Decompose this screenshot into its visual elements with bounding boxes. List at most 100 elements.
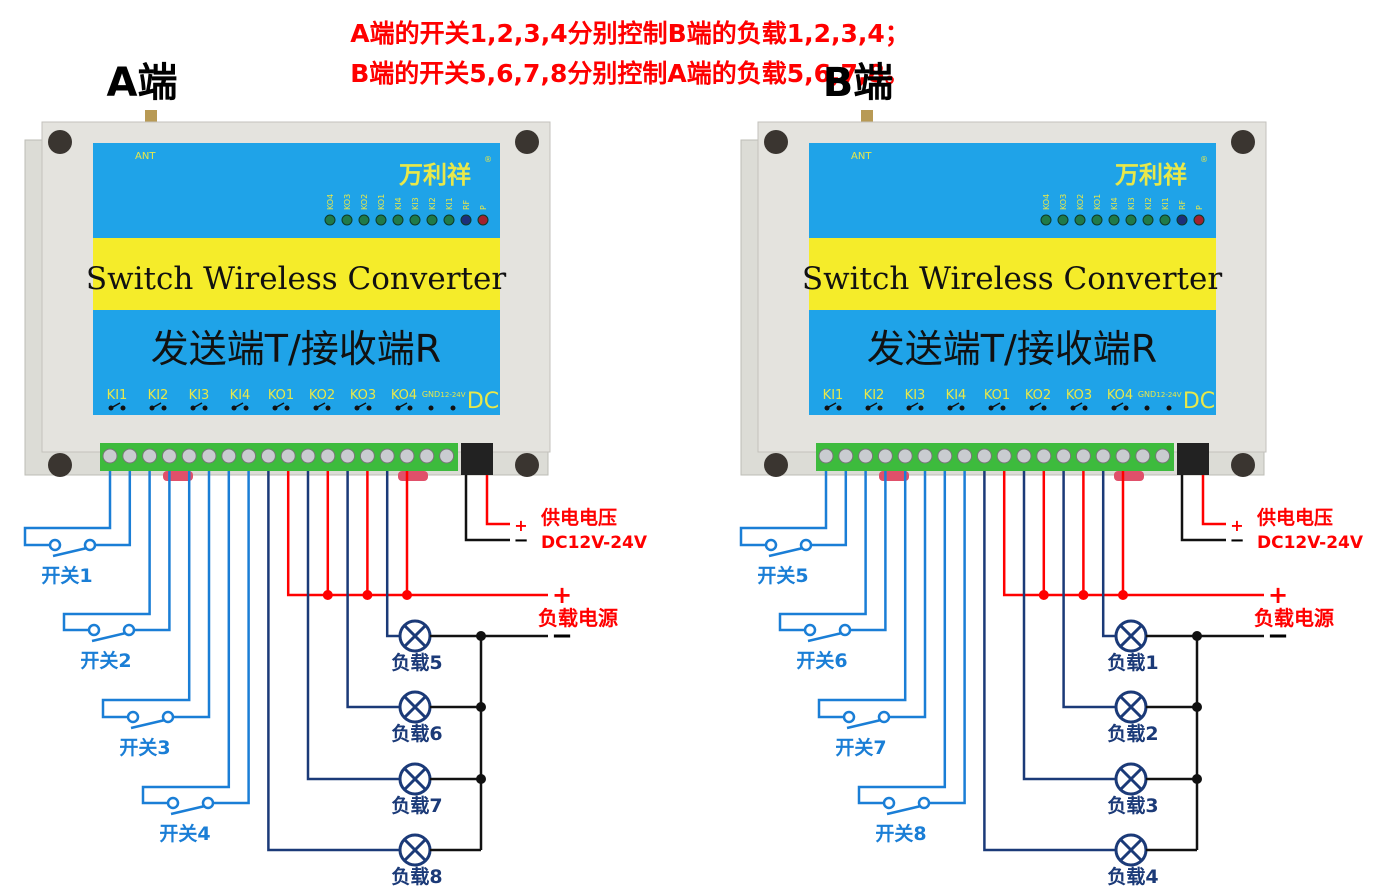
terminal-screw (241, 448, 257, 464)
switch-wire (173, 471, 211, 719)
brand-logo: 万利祥 (1115, 161, 1187, 189)
terminal-screw (877, 448, 893, 464)
mount-hole (764, 453, 788, 477)
terminal-screw (937, 448, 953, 464)
led-label: RF (1178, 199, 1187, 210)
led-indicator (1040, 214, 1052, 226)
terminal-dot (1166, 405, 1172, 411)
contact-icon (1000, 405, 1006, 411)
terminal-screw (996, 448, 1012, 464)
led-label: KO4 (1042, 194, 1051, 210)
switch-lever-icon (768, 546, 804, 558)
supply-plus: + (1230, 516, 1243, 535)
contact-icon (110, 402, 121, 409)
led-indicator (1193, 214, 1205, 226)
led-indicator (1125, 214, 1137, 226)
port-label: KO3 (350, 388, 376, 403)
led-indicator (443, 214, 455, 226)
switch-label: 开关5 (757, 564, 808, 587)
contact-icon (1041, 405, 1047, 411)
load-lamp-cross (403, 695, 427, 719)
terminal-screw (1056, 448, 1072, 464)
load-power-wire (1002, 471, 1264, 597)
load-lamp-cross (1119, 838, 1143, 862)
load-label: 负载2 (1107, 722, 1158, 745)
terminal-block (100, 443, 458, 471)
terminal-dot (1144, 405, 1150, 411)
dc-label: DC (467, 389, 499, 414)
contact-icon (233, 402, 244, 409)
contact-icon (120, 405, 126, 411)
contact-icon (867, 402, 878, 409)
led-indicator (1142, 214, 1154, 226)
junction-dot (1038, 590, 1049, 600)
switch-label: 开关4 (159, 822, 210, 845)
terminal-screw (201, 448, 217, 464)
contact-icon (202, 405, 208, 411)
terminal-screw (399, 448, 415, 464)
contact-icon (397, 402, 408, 409)
load-wire (1022, 471, 1116, 781)
switch-wire (101, 471, 191, 719)
switch-wire (213, 471, 250, 805)
supply-minus: − (1229, 530, 1244, 551)
switch-wire (23, 471, 112, 547)
contact-icon (877, 405, 883, 411)
led-indicator (341, 214, 353, 226)
switch-contact (842, 710, 856, 724)
led-label: KO2 (1076, 194, 1085, 210)
load-wire (983, 471, 1116, 852)
terminal-screw (340, 448, 356, 464)
switch-contact (161, 710, 175, 724)
switch-lever-icon (52, 546, 88, 558)
load-lamp-cross (403, 767, 427, 791)
led-indicator (426, 214, 438, 226)
switch-wire (850, 471, 887, 632)
switch-wire (95, 471, 132, 547)
terminal-screw (838, 448, 854, 464)
switch-wire (778, 471, 867, 632)
led-label: KI1 (445, 197, 454, 210)
port-label: KO1 (268, 388, 294, 403)
led-label: KO4 (326, 194, 335, 210)
load-wire (346, 471, 400, 709)
yellow-band (809, 238, 1216, 310)
switch-lever-icon (170, 804, 206, 816)
side-title: B端 (823, 60, 894, 106)
load-power-minus: − (551, 621, 573, 651)
port-label: KI2 (148, 388, 169, 403)
load-wire (267, 471, 400, 852)
port-label: KI3 (905, 388, 926, 403)
led-label: KI4 (1110, 197, 1119, 210)
load-wire (1062, 471, 1116, 709)
load-power-label: 负载电源 (538, 606, 618, 630)
contact-icon (1082, 405, 1088, 411)
led-indicator (375, 214, 387, 226)
terminal-screw (1115, 448, 1131, 464)
switch-contact (764, 538, 778, 552)
load-power-wire (286, 471, 548, 597)
switch-label: 开关8 (875, 822, 926, 845)
junction-dot (322, 590, 333, 600)
ant-label: ANT (851, 151, 872, 162)
contact-icon (325, 405, 331, 411)
terminal-screw (320, 448, 336, 464)
terminal-screw (419, 448, 435, 464)
brand-logo: 万利祥 (399, 161, 471, 189)
load-label: 负载4 (1107, 865, 1158, 888)
led-label: KO1 (377, 194, 386, 210)
switch-contact (201, 796, 215, 810)
led-label: KI1 (1161, 197, 1170, 210)
vin-label: 12-24V (1156, 391, 1181, 399)
port-label: KI4 (946, 388, 967, 403)
led-label: RF (462, 199, 471, 210)
contact-icon (407, 405, 413, 411)
switch-label: 开关7 (835, 736, 886, 759)
led-label: KO2 (360, 194, 369, 210)
terminal-screw (1075, 448, 1091, 464)
switch-wire (817, 471, 907, 719)
contact-icon (151, 402, 162, 409)
terminal-screw (221, 448, 237, 464)
load-lamp-cross (1119, 624, 1143, 648)
